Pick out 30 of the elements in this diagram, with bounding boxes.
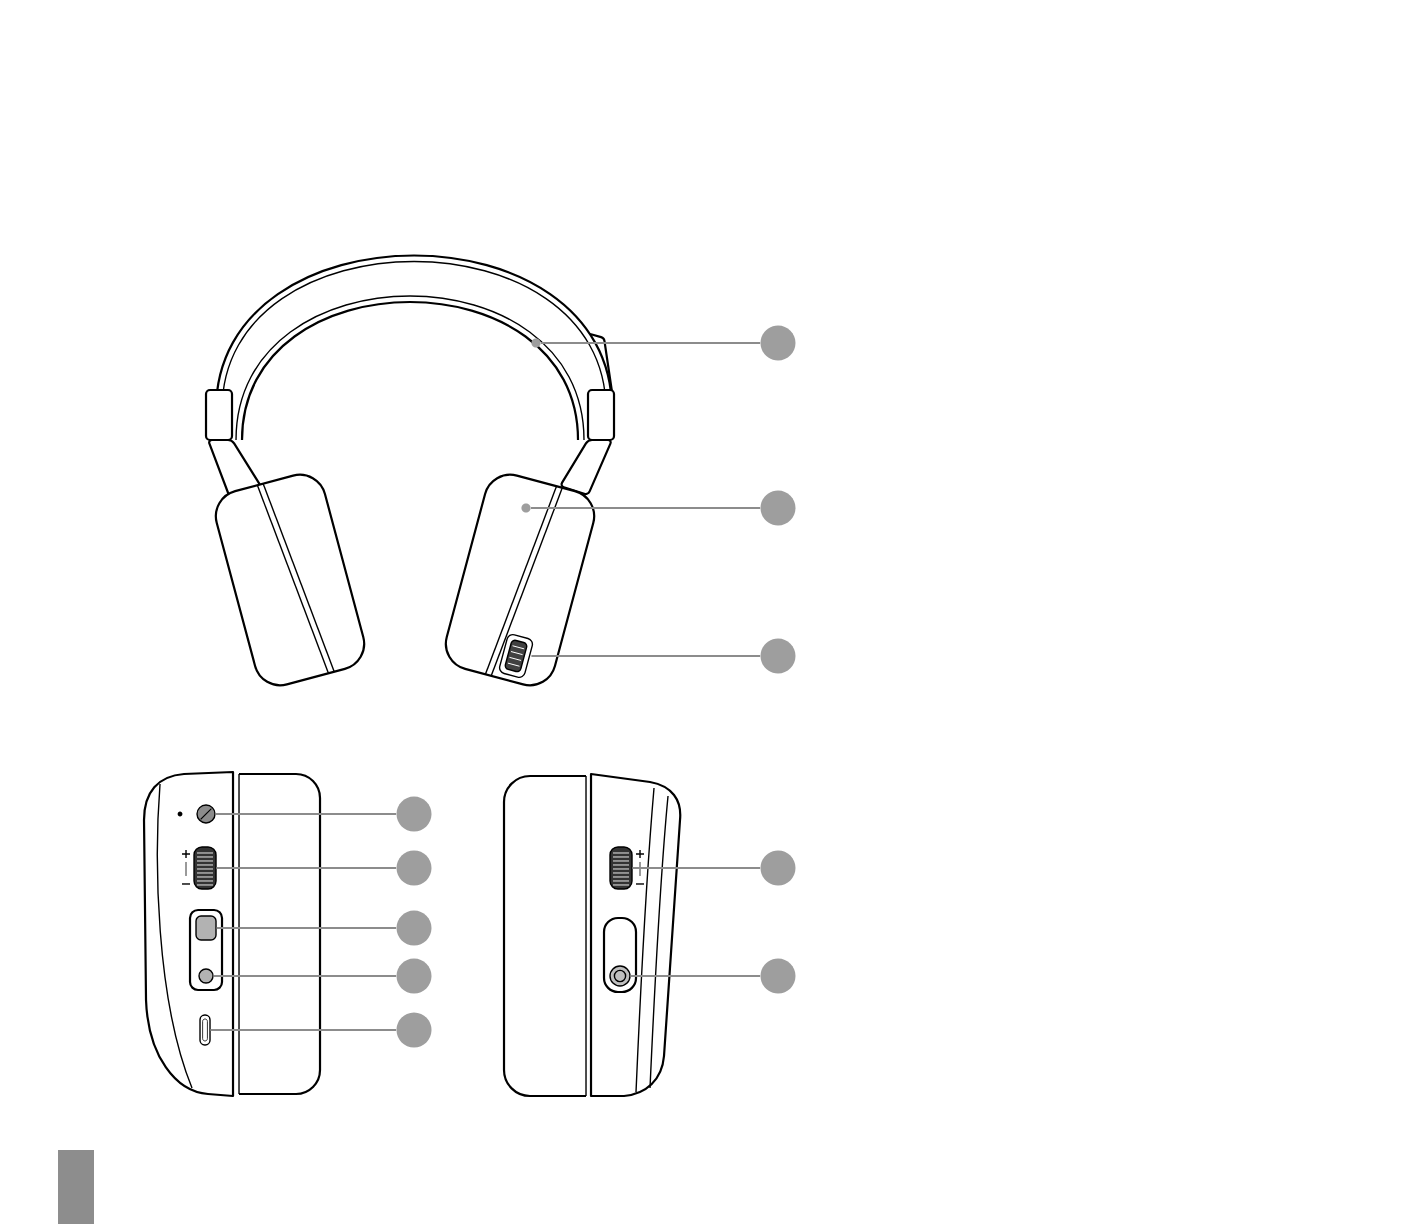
callout-dot <box>760 325 796 361</box>
mute-button <box>196 804 216 824</box>
callout-dot <box>396 850 432 886</box>
callout-dot <box>760 490 796 526</box>
leader-line <box>540 342 761 344</box>
leader-line <box>530 655 761 657</box>
earcup <box>444 473 596 687</box>
callout-dot <box>760 958 796 994</box>
volume-wheel <box>609 846 633 890</box>
leader-line <box>215 927 397 929</box>
leader-line <box>629 975 761 977</box>
callout-dot <box>396 958 432 994</box>
usb-c-port <box>199 1014 211 1046</box>
callout-dot <box>760 850 796 886</box>
leader-line <box>530 507 761 509</box>
callout-dot <box>396 910 432 946</box>
leader-line <box>214 813 397 815</box>
control-dial <box>498 633 534 679</box>
callout-dot <box>396 796 432 832</box>
leader-line <box>215 867 397 869</box>
leader-line <box>631 867 761 869</box>
volume-wheel <box>193 846 217 890</box>
connector-port <box>195 915 217 941</box>
power-button <box>609 965 631 987</box>
leader-line <box>209 1029 397 1031</box>
callout-dot <box>396 1012 432 1048</box>
headband <box>204 254 616 442</box>
audio-jack <box>198 968 214 984</box>
leader-line <box>212 975 397 977</box>
callout-dot <box>760 638 796 674</box>
